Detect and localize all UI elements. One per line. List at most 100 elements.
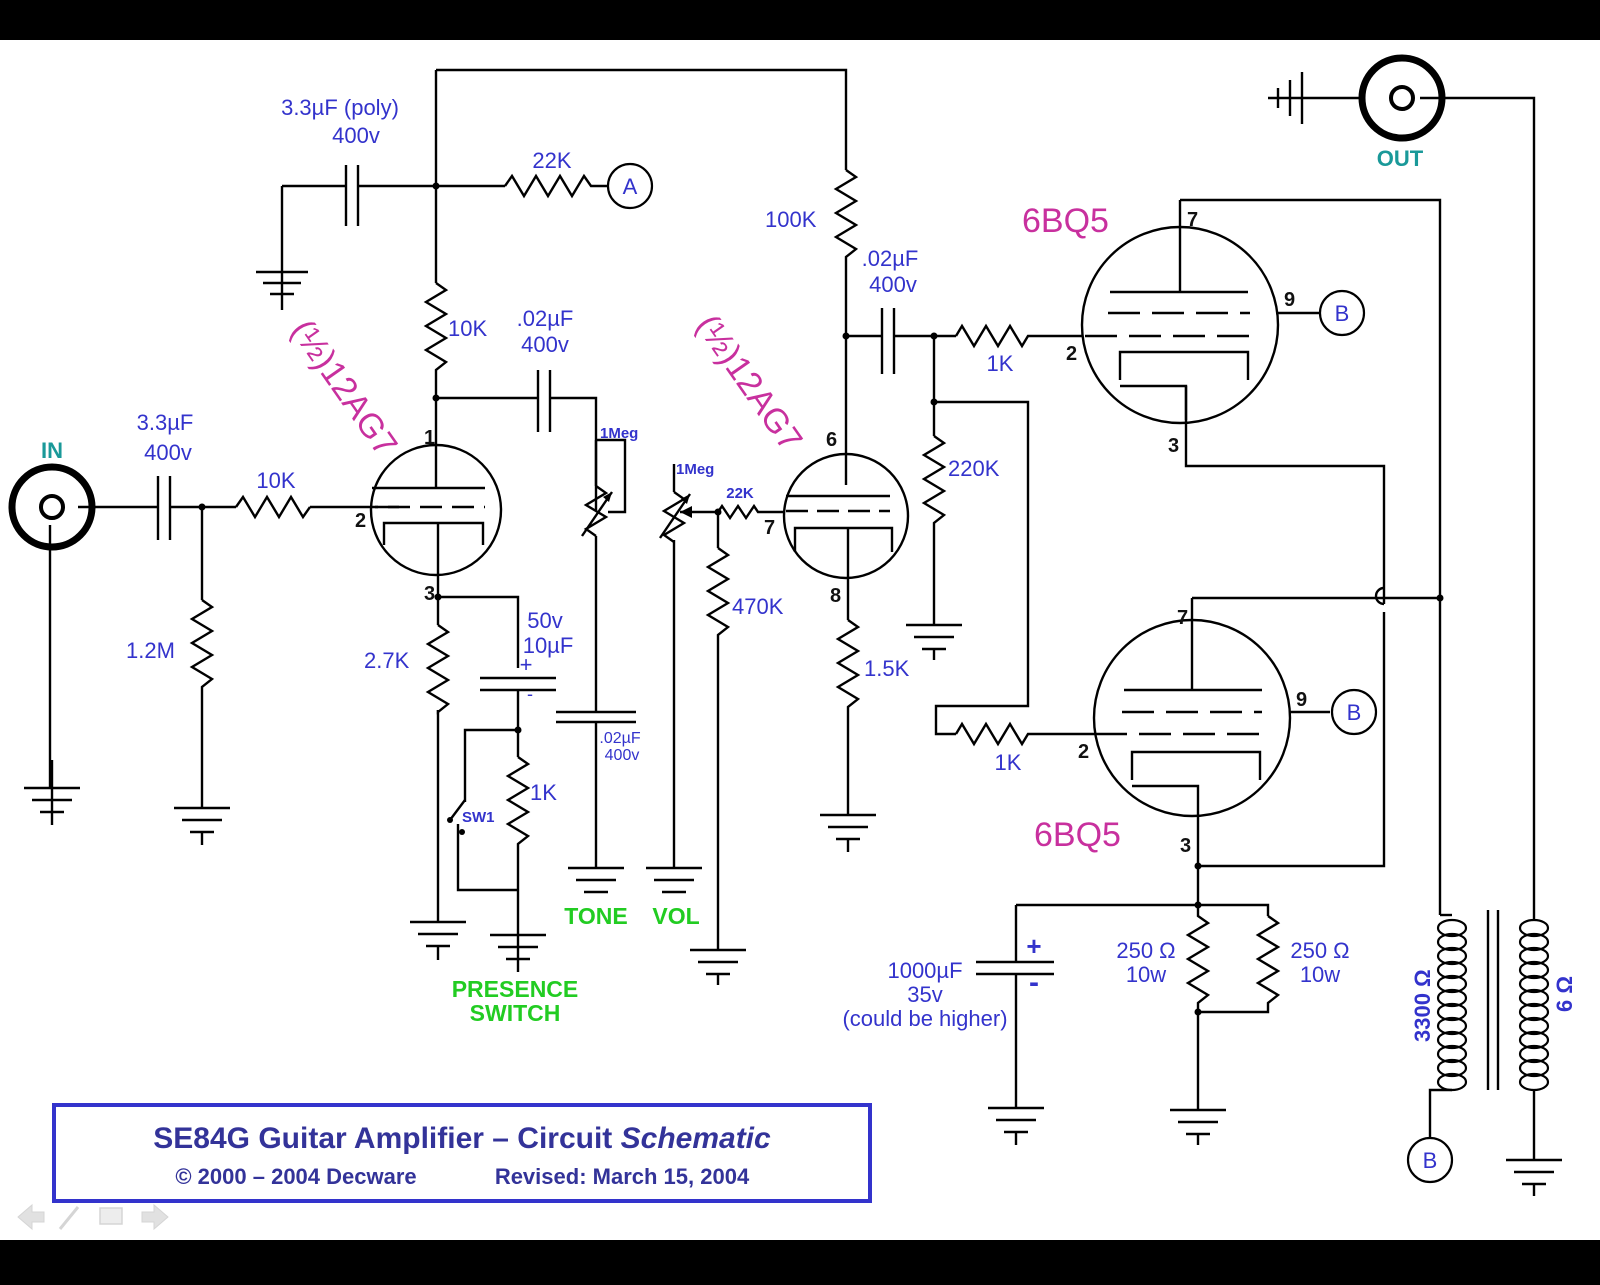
title-text: SE84G Guitar Amplifier – Circuit Schemat… bbox=[153, 1122, 771, 1155]
node-b-marker bbox=[1406, 1136, 1454, 1184]
coupling-capacitor-1 bbox=[536, 370, 552, 432]
node-b-label: B bbox=[1335, 301, 1350, 326]
resistor-22k-label: 22K bbox=[532, 148, 571, 173]
ground-symbol bbox=[988, 1106, 1044, 1145]
filter-cap-plus: + bbox=[1026, 931, 1041, 961]
resistor-cathode2-label: 1.5K bbox=[864, 656, 910, 681]
schematic-sheet bbox=[0, 40, 1600, 1240]
cathode-cap-value: 10µF bbox=[523, 633, 574, 658]
wire bbox=[934, 400, 1030, 736]
stage1-wiring bbox=[48, 68, 848, 922]
resistor-presence-label: 1K bbox=[530, 780, 557, 805]
resistor-470k-label: 470K bbox=[732, 594, 784, 619]
title-main: SE84G Guitar Amplifier – Circuit bbox=[153, 1122, 620, 1155]
ground-symbol bbox=[906, 623, 962, 660]
p1-pin-screen: 9 bbox=[1284, 289, 1295, 311]
forward-arrow-icon[interactable] bbox=[141, 1203, 169, 1231]
tube-v2 bbox=[782, 452, 910, 620]
bypass-cap-value: 3.3µF (poly) bbox=[281, 95, 399, 120]
back-arrow-icon[interactable] bbox=[17, 1203, 45, 1231]
resistor-250a-value: 250 Ω bbox=[1116, 938, 1175, 963]
p2-pin-screen: 9 bbox=[1296, 689, 1307, 711]
tube-p1 bbox=[1080, 200, 1386, 604]
cathode-capacitor bbox=[480, 676, 556, 692]
copyright-text: © 2000 – 2004 Decware bbox=[175, 1164, 416, 1189]
input-jack-icon[interactable] bbox=[8, 463, 96, 551]
junction-dot bbox=[432, 182, 440, 190]
slide-nav bbox=[17, 1203, 169, 1231]
v2-pin-cathode: 8 bbox=[830, 585, 841, 607]
output-label: OUT bbox=[1377, 146, 1424, 171]
ground-symbol bbox=[490, 890, 546, 972]
resistor-grid-leak-label: 1.2M bbox=[126, 638, 175, 663]
junction-dot bbox=[1436, 594, 1444, 602]
resistor-grid-p1-label: 1K bbox=[987, 351, 1014, 376]
p1-pin-cathode: 3 bbox=[1168, 435, 1179, 457]
coupling-cap2-value: .02µF bbox=[862, 246, 919, 271]
node-b-label: B bbox=[1347, 700, 1362, 725]
p1-pin-grid: 2 bbox=[1066, 343, 1077, 365]
output-transformer bbox=[1420, 96, 1550, 1160]
coupling-cap1-voltage: 400v bbox=[521, 332, 569, 357]
p2-pin-plate: 7 bbox=[1177, 607, 1188, 629]
filter-cap-note: (could be higher) bbox=[842, 1006, 1007, 1031]
resistor-cathode1 bbox=[425, 624, 451, 715]
bypass-cap-voltage: 400v bbox=[332, 123, 380, 148]
resistor-cathode2 bbox=[835, 619, 861, 815]
resistor-cathode1-label: 2.7K bbox=[364, 648, 410, 673]
resistor-grid1-label: 10K bbox=[256, 468, 295, 493]
node-b-marker bbox=[1330, 688, 1378, 736]
ground-symbol bbox=[568, 866, 624, 894]
junction-dot bbox=[432, 394, 440, 402]
v2-pin-plate: 6 bbox=[826, 429, 837, 451]
ground-symbol bbox=[256, 270, 308, 310]
resistor-grid2 bbox=[717, 503, 785, 521]
secondary-impedance-label: 6 Ω bbox=[1552, 976, 1577, 1012]
filter-cap-minus: - bbox=[1029, 966, 1039, 999]
filter-cap-value: 1000µF bbox=[887, 958, 962, 983]
tone-pot-value: 1Meg bbox=[600, 425, 638, 442]
filter-capacitor bbox=[976, 905, 1054, 1108]
node-b-marker bbox=[1318, 289, 1366, 337]
resistor-250b-value: 250 Ω bbox=[1290, 938, 1349, 963]
title-italic: Schematic bbox=[621, 1122, 771, 1155]
wire bbox=[1016, 903, 1270, 916]
tube-v1 bbox=[369, 443, 503, 597]
input-cap-value: 3.3µF bbox=[137, 410, 194, 435]
presence-label-line1: PRESENCE bbox=[452, 976, 579, 1002]
volume-pot[interactable] bbox=[659, 464, 718, 868]
resistor-250b-power: 10w bbox=[1300, 962, 1340, 987]
resistor-220k-label: 220K bbox=[948, 456, 1000, 481]
ground-symbol bbox=[646, 866, 702, 894]
tone-control-label: TONE bbox=[564, 903, 627, 929]
resistor-250-a bbox=[1185, 905, 1211, 1012]
chassis-ground-symbol bbox=[1268, 72, 1362, 124]
cathode-cap-plus: + bbox=[520, 652, 533, 677]
p1-pin-plate: 7 bbox=[1187, 209, 1198, 231]
bypass-capacitor bbox=[344, 165, 360, 226]
junction-dot bbox=[198, 503, 206, 511]
wire-crossover bbox=[1374, 586, 1385, 606]
resistor-plate2 bbox=[833, 169, 859, 485]
resistor-plate2-label: 100K bbox=[765, 207, 817, 232]
presence-switch-icon[interactable] bbox=[447, 799, 466, 835]
tone-pot[interactable] bbox=[556, 438, 636, 868]
ground-symbol bbox=[24, 760, 80, 825]
filter-cap-voltage: 35v bbox=[907, 982, 942, 1007]
coupling-cap2-voltage: 400v bbox=[869, 272, 917, 297]
v2-pin-grid: 7 bbox=[764, 517, 775, 539]
volume-pot-value: 1Meg bbox=[676, 461, 714, 478]
wire bbox=[1198, 612, 1386, 868]
screen-icon[interactable] bbox=[99, 1207, 123, 1225]
resistor-plate1 bbox=[423, 282, 449, 385]
node-a-marker bbox=[606, 162, 654, 210]
input-capacitor bbox=[156, 476, 172, 540]
ground-symbol bbox=[690, 948, 746, 985]
coupling-capacitor-2 bbox=[880, 308, 896, 374]
resistor-250a-power: 10w bbox=[1126, 962, 1166, 987]
pen-icon[interactable] bbox=[58, 1206, 80, 1230]
tube-p1-label: 6BQ5 bbox=[1022, 202, 1109, 240]
v1-pin-grid: 2 bbox=[355, 510, 366, 532]
ground-symbol bbox=[820, 813, 876, 852]
resistor-470k bbox=[705, 547, 731, 950]
